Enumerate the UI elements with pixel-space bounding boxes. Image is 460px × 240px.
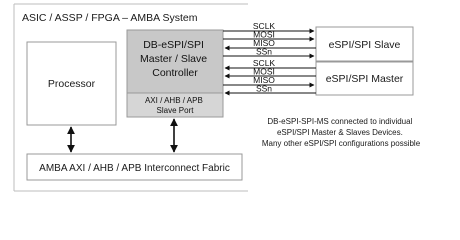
slave-miso-label: MISO	[253, 38, 275, 48]
master-bus: SCLK MOSI MISO SSn	[223, 58, 316, 96]
slave-bus: SCLK MOSI MISO SSn	[223, 21, 316, 59]
system-title: ASIC / ASSP / FPGA – AMBA System	[22, 12, 198, 24]
interconnect-fabric-block	[26, 153, 243, 181]
controller-label-line-3: Controller	[152, 67, 198, 79]
slave-mosi-label: MOSI	[253, 30, 275, 40]
master-sclk-label: SCLK	[253, 58, 276, 68]
controller-label-line-1: DB-eSPI/SPI	[143, 39, 204, 51]
espi-master-label: eSPI/SPI Master	[326, 73, 404, 85]
caption-line-1: DB-eSPI-SPI-MS connected to individual	[267, 117, 412, 126]
master-mosi-label: MOSI	[253, 67, 275, 77]
caption-line-3: Many other eSPI/SPI configurations possi…	[262, 139, 421, 148]
espi-slave-device	[315, 26, 414, 62]
slave-ssn-label: SSn	[256, 47, 272, 57]
system-diagram: ASIC / ASSP / FPGA – AMBA System Process…	[13, 3, 421, 192]
espi-slave-label: eSPI/SPI Slave	[329, 39, 401, 51]
controller-label-line-2: Master / Slave	[140, 53, 207, 65]
controller-block	[126, 29, 224, 94]
slave-port-label-line-2: Slave Port	[157, 106, 195, 115]
interconnect-fabric-label: AMBA AXI / AHB / APB Interconnect Fabric	[39, 163, 230, 174]
master-ssn-label: SSn	[256, 84, 272, 94]
master-miso-label: MISO	[253, 75, 275, 85]
slave-port-label-line-1: AXI / AHB / APB	[145, 96, 203, 105]
caption-note: DB-eSPI-SPI-MS connected to individual e…	[262, 117, 421, 148]
slave-port-label: AXI / AHB / APB Slave Port	[145, 96, 205, 115]
processor-label: Processor	[48, 78, 96, 90]
caption-line-2: eSPI/SPI Master & Slaves Devices.	[277, 128, 403, 137]
system-boundary	[13, 3, 248, 192]
controller-label: DB-eSPI/SPI Master / Slave Controller	[140, 39, 210, 79]
slave-port-block	[126, 92, 224, 118]
slave-sclk-label: SCLK	[253, 21, 276, 31]
processor-block	[26, 41, 117, 126]
espi-master-device	[315, 61, 414, 96]
